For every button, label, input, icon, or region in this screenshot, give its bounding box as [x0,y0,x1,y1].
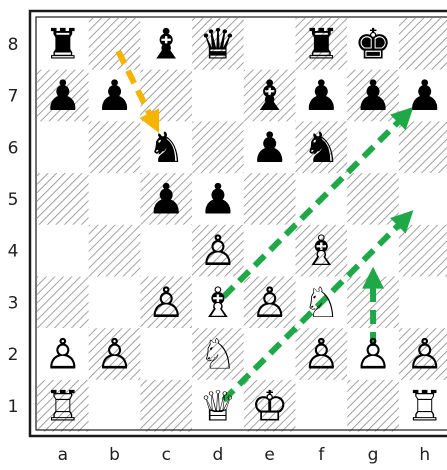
black-pawn-c5: ♟ [147,174,185,223]
file-label-b: b [109,445,120,465]
square-a6 [37,121,89,173]
square-h8 [399,18,447,70]
white-pawn-g2: ♙ [354,330,392,379]
square-h6 [399,121,447,173]
white-queen-d1: ♕ [199,381,237,430]
square-d7 [192,70,244,122]
square-a5 [37,173,89,225]
white-rook-a1: ♖ [44,381,82,430]
square-a4 [37,225,89,277]
white-pawn-e3: ♙ [251,278,289,327]
file-label-e: e [264,445,274,465]
file-label-d: d [213,445,224,465]
black-pawn-d5: ♟ [199,174,237,223]
square-f1 [296,380,348,432]
square-b5 [89,173,141,225]
file-label-a: a [58,445,68,465]
square-a3 [37,277,89,329]
rank-label-4: 4 [8,242,19,262]
square-h4 [399,225,447,277]
rank-label-7: 7 [8,87,19,107]
file-label-c: c [162,445,171,465]
black-rook-a8: ♜ [44,19,82,68]
file-label-g: g [368,445,379,465]
black-queen-d8: ♛ [199,19,237,68]
black-knight-c6: ♞ [147,123,185,172]
black-pawn-g7: ♟ [354,71,392,120]
square-g1 [347,380,399,432]
black-pawn-f7: ♟ [303,71,341,120]
square-b6 [89,121,141,173]
black-knight-f6: ♞ [303,123,341,172]
rank-label-8: 8 [8,35,19,55]
rank-labels: 8 7 6 5 4 3 2 1 [8,35,19,417]
black-rook-f8: ♜ [303,19,341,68]
square-c2 [140,328,192,380]
black-pawn-a7: ♟ [44,71,82,120]
rank-label-1: 1 [8,397,19,417]
black-pawn-h7: ♟ [406,71,444,120]
file-label-h: h [419,445,430,465]
square-c1 [140,380,192,432]
white-bishop-f4: ♗ [303,226,341,275]
square-b4 [89,225,141,277]
white-pawn-a2: ♙ [44,330,82,379]
white-rook-h1: ♖ [406,381,444,430]
white-king-e1: ♔ [251,381,289,430]
file-label-f: f [318,445,325,465]
rank-label-6: 6 [8,138,19,158]
square-e5 [244,173,296,225]
white-pawn-c3: ♙ [147,278,185,327]
black-bishop-e7: ♝ [251,71,289,120]
white-knight-d2: ♘ [199,330,237,379]
black-pawn-e6: ♟ [251,123,289,172]
white-pawn-h2: ♙ [406,330,444,379]
square-g5 [347,173,399,225]
square-h3 [399,277,447,329]
rank-label-3: 3 [8,293,19,313]
white-bishop-d3: ♗ [199,278,237,327]
white-pawn-f2: ♙ [303,330,341,379]
square-d6 [192,121,244,173]
black-king-g8: ♚ [354,19,392,68]
black-bishop-c8: ♝ [147,19,185,68]
square-e8 [244,18,296,70]
file-labels: a b c d e f g h [58,445,431,465]
square-b8 [89,18,141,70]
square-b1 [89,380,141,432]
black-pawn-b7: ♟ [96,71,134,120]
white-knight-f3: ♘ [303,278,341,327]
white-pawn-d4: ♙ [199,226,237,275]
rank-label-5: 5 [8,190,19,210]
white-pawn-b2: ♙ [96,330,134,379]
square-c4 [140,225,192,277]
square-b3 [89,277,141,329]
rank-label-2: 2 [8,345,19,365]
